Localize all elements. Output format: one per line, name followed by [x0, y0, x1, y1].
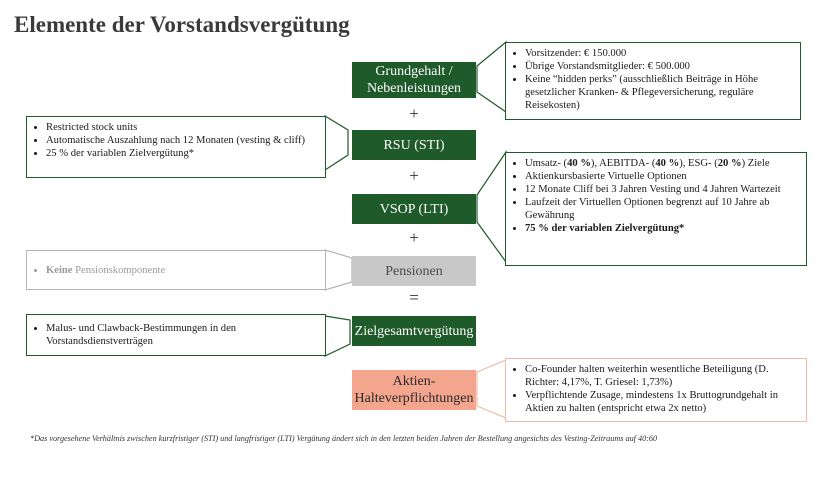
list-item: Malus- und Clawback-Bestimmungen in den … [46, 322, 317, 348]
list-item: Umsatz- (40 %), AEBITDA- (40 %), ESG- (2… [525, 157, 798, 170]
list-item: Restricted stock units [46, 121, 317, 134]
rsu-callout: Restricted stock units Automatische Ausz… [26, 116, 326, 178]
list-item: 12 Monate Cliff bei 3 Jahren Vesting und… [525, 183, 798, 196]
list-item: Automatische Auszahlung nach 12 Monaten … [46, 134, 317, 147]
zielgesamtverguetung-box: Zielgesamtvergütung [352, 316, 476, 346]
plus-operator-2: + [409, 166, 419, 185]
aktien-halteverpflichtungen-box: Aktien-Halteverpflichtungen [352, 370, 476, 410]
grundgehalt-label: Grundgehalt / Nebenleistungen [366, 64, 462, 96]
arrow-ziel [324, 315, 351, 357]
arrow-grundgehalt [476, 40, 507, 114]
arrow-rsu [324, 114, 349, 172]
vsop-box: VSOP (LTI) [352, 194, 476, 224]
plus-operator-1: + [409, 104, 419, 123]
pension-callout: Keine Pensionskomponente [26, 250, 326, 290]
equals-operator: = [409, 288, 419, 307]
list-item: Aktienkursbasierte Virtuelle Optionen [525, 170, 798, 183]
arrow-vsop [476, 150, 507, 264]
list-item: Vorsitzender: € 150.000 [525, 47, 792, 60]
zielgesamtverguetung-label: Zielgesamtvergütung [354, 323, 474, 339]
pensionen-box: Pensionen [352, 256, 476, 286]
list-item: Verpflichtende Zusage, mindestens 1x Bru… [525, 389, 798, 415]
rsu-label: RSU (STI) [383, 137, 445, 153]
list-item: Co-Founder halten weiterhin wesentliche … [525, 363, 798, 389]
malus-callout: Malus- und Clawback-Bestimmungen in den … [26, 314, 326, 356]
grundgehalt-callout: Vorsitzender: € 150.000 Übrige Vorstands… [505, 42, 801, 120]
list-item: Übrige Vorstandsmitglieder: € 500.000 [525, 60, 792, 73]
plus-operator-3: + [409, 228, 419, 247]
list-item: Keine Pensionskomponente [46, 264, 165, 277]
page-title: Elemente der Vorstandsvergütung [14, 12, 350, 37]
list-item: 75 % der variablen Zielvergütung* [525, 222, 798, 235]
pensionen-label: Pensionen [385, 263, 443, 279]
aktien-halteverpflichtungen-label: Aktien-Halteverpflichtungen [354, 374, 474, 406]
vsop-label: VSOP (LTI) [379, 201, 449, 217]
list-item: Laufzeit der Virtuellen Optionen begrenz… [525, 196, 798, 222]
vsop-callout: Umsatz- (40 %), AEBITDA- (40 %), ESG- (2… [505, 152, 807, 266]
list-item: Keine “hidden perks” (ausschließlich Bei… [525, 73, 792, 112]
grundgehalt-box: Grundgehalt / Nebenleistungen [352, 62, 476, 98]
aktien-callout: Co-Founder halten weiterhin wesentliche … [505, 358, 807, 422]
rsu-box: RSU (STI) [352, 130, 476, 160]
list-item: 25 % der variablen Zielvergütung* [46, 147, 317, 160]
arrow-pension [324, 249, 353, 291]
footnote: *Das vorgesehene Verhältnis zwischen kur… [30, 434, 658, 443]
